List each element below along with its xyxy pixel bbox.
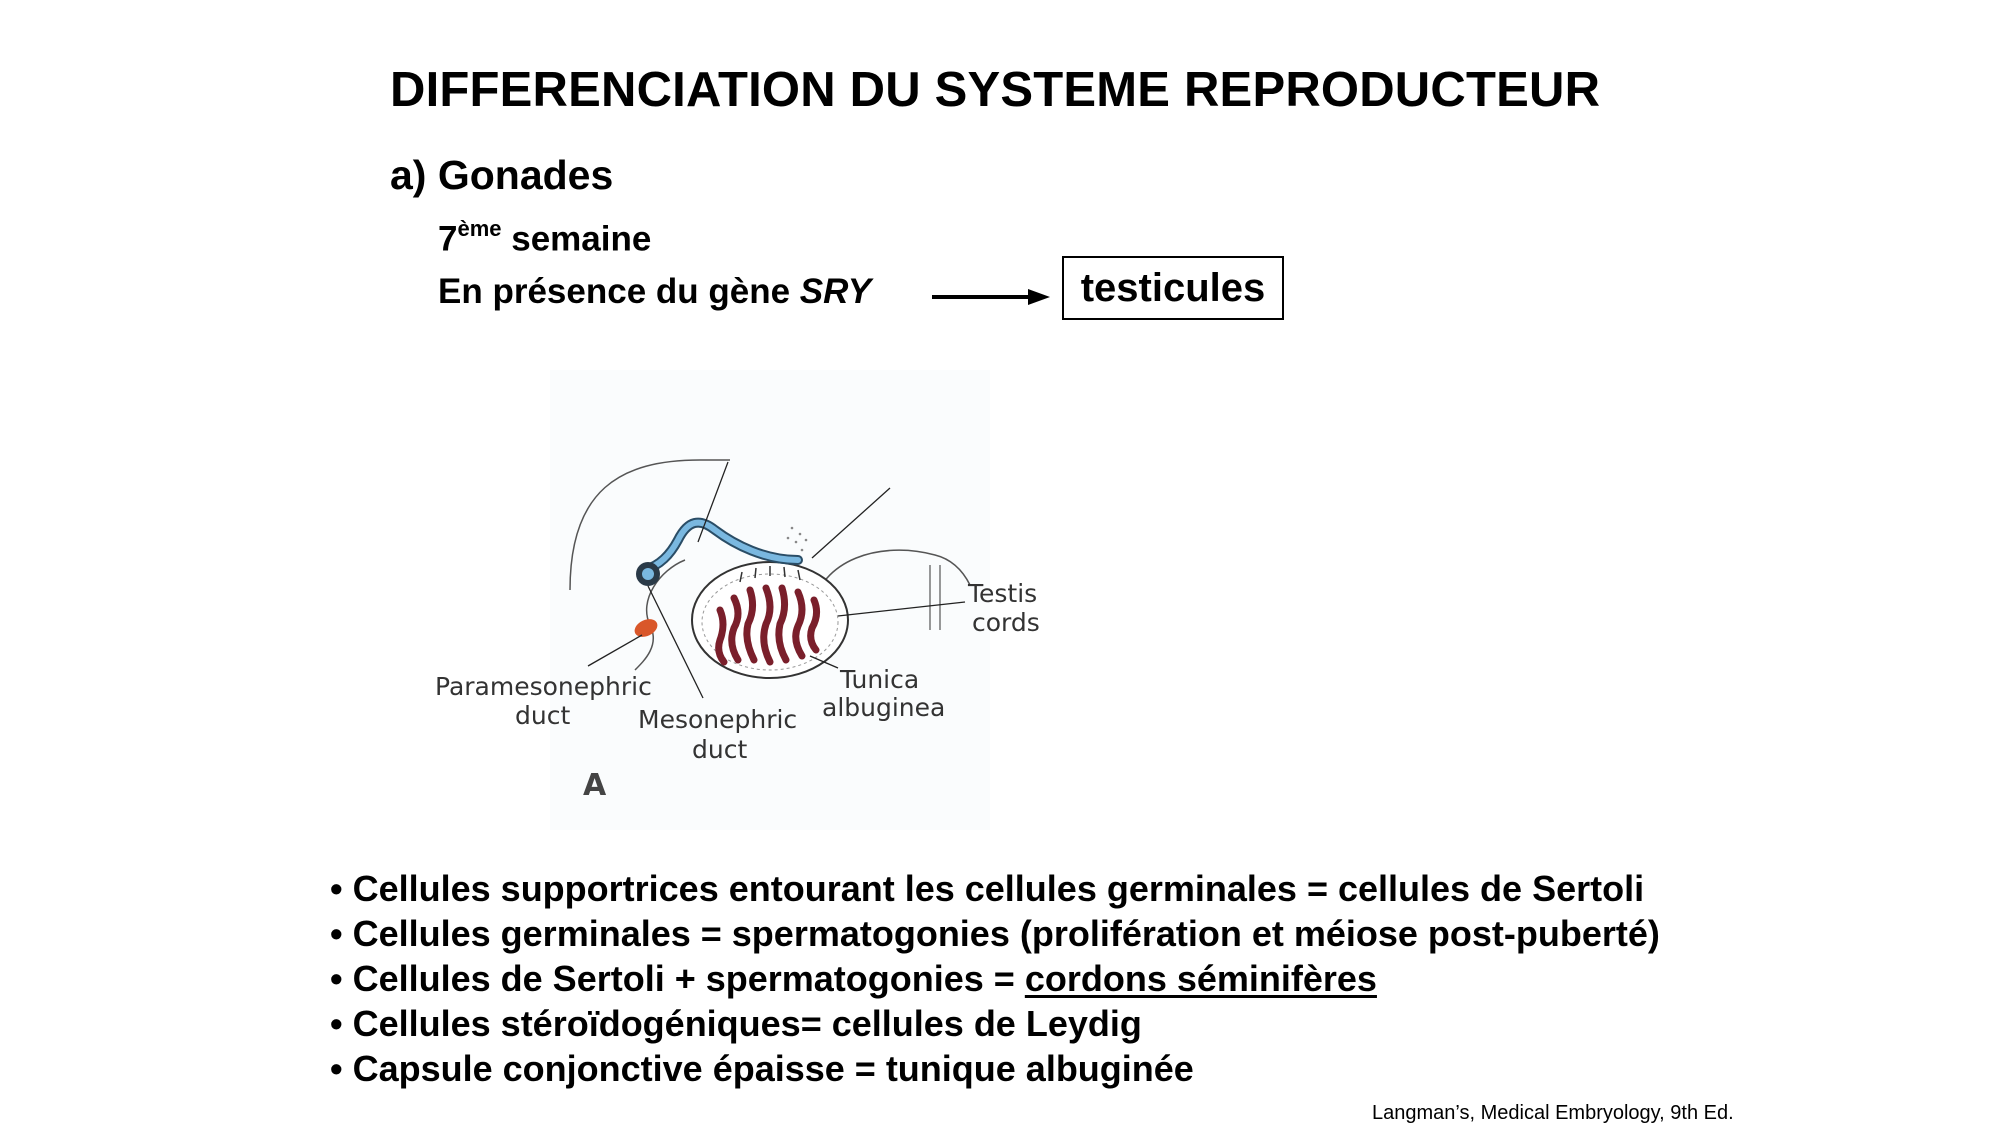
outline-left [569,459,730,591]
sry-gene: SRY [799,272,872,311]
bullet-item: • Cellules de Sertoli + spermatogonies =… [330,956,1660,1001]
label-paramesonephric-2: duct [515,701,570,730]
testis-diagram: Testis cords Tunica albuginea Paramesone… [435,370,1040,830]
label-mesonephric-2: duct [692,735,747,764]
bullet-item: • Cellules stéroïdogéniques= cellules de… [330,1003,1142,1044]
label-testis-cords-1: Testis [967,579,1037,608]
result-text: testicules [1080,265,1266,310]
paramesonephric-duct [634,619,658,637]
label-testis-cords-2: cords [972,608,1040,637]
bullet-list: • Cellules supportrices entourant les ce… [330,866,1660,1091]
week-suffix: ème [457,216,502,241]
underlined-term: cordons séminifères [1024,958,1377,999]
stipple [786,526,808,552]
tunica-inner [701,573,839,671]
citation: Langman’s, Medical Embryology, 9th Ed. [1372,1102,1734,1124]
outline-mesentery [929,565,941,630]
week-line: 7ème semaine [438,216,652,260]
bullet-item: • Cellules germinales = spermatogonies (… [330,913,1660,954]
leader-lines [587,461,966,699]
bullet-item: • Capsule conjonctive épaisse = tunique … [330,1048,1194,1089]
arrow-right-icon [932,289,1050,305]
slide-title: DIFFERENCIATION DU SYSTEME REPRODUCTEUR [390,63,1601,117]
label-tunica-2: albuginea [822,693,945,722]
sry-line: En présence du gène SRY [438,272,871,312]
sry-prefix: En présence du gène [438,272,800,311]
mesonephric-duct [642,519,801,573]
result-box: testicules [1062,256,1284,320]
panel-letter: A [583,768,607,803]
bullet-item: • Cellules supportrices entourant les ce… [330,868,1645,909]
bullet-text: • Cellules de Sertoli + spermatogonies = [330,958,1025,999]
rete-strands [739,566,801,583]
week-number: 7 [438,219,458,259]
week-text: semaine [501,219,652,259]
testis-cords [715,584,821,666]
label-tunica-1: Tunica [839,665,919,694]
section-heading: a) Gonades [390,152,614,198]
label-mesonephric-1: Mesonephric [638,705,797,734]
label-paramesonephric-1: Paramesonephric [435,672,652,701]
